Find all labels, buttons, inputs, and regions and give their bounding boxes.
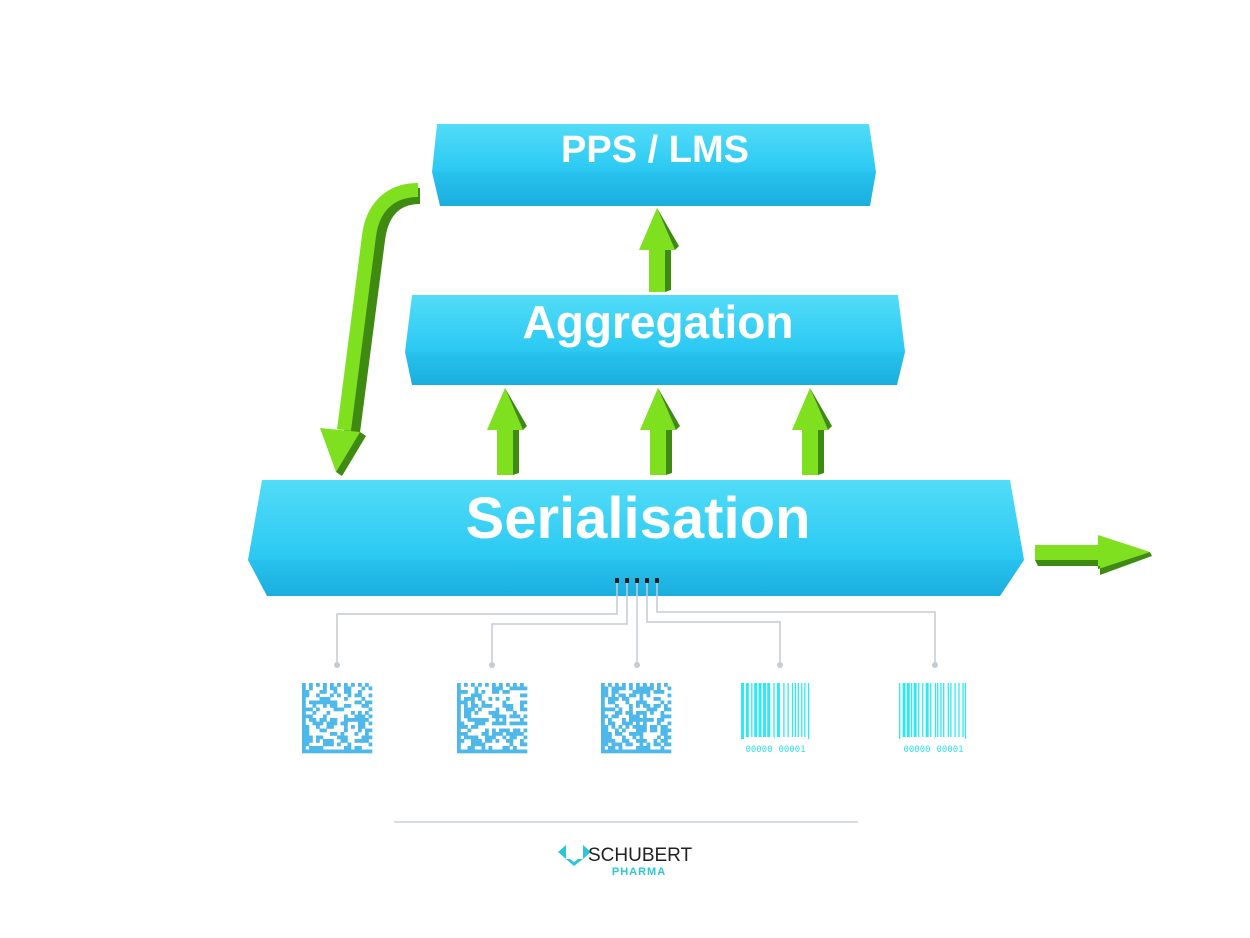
up-arrow	[487, 388, 527, 475]
aggregation-label: Aggregation	[523, 296, 794, 348]
barcode: 00000 00001	[741, 683, 810, 755]
logo-name: SCHUBERT	[588, 845, 693, 866]
barcode-right-digits: 00001	[778, 745, 805, 755]
datamatrix-code	[601, 683, 672, 754]
barcode: 00000 00001	[899, 683, 967, 755]
up-arrow	[792, 388, 832, 475]
barcode-right-digits: 00001	[936, 745, 963, 755]
schubert-logo: SCHUBERT PHARMA	[558, 845, 693, 878]
pps-lms-box: PPS / LMS	[432, 124, 876, 206]
datamatrix-code	[457, 683, 528, 754]
barcode-left-digits: 00000	[903, 745, 930, 755]
output-arrow	[1035, 535, 1152, 575]
logo-sub: PHARMA	[612, 866, 666, 878]
datamatrix-code	[302, 683, 373, 754]
pps-lms-label: PPS / LMS	[561, 129, 749, 171]
up-arrow	[640, 388, 680, 475]
aggregation-box: Aggregation	[405, 295, 905, 385]
feedback-arrow	[320, 183, 421, 476]
connector-lines	[334, 578, 938, 668]
up-arrow	[639, 208, 679, 292]
logo-mark-icon	[558, 845, 591, 866]
serialisation-label: Serialisation	[466, 486, 811, 551]
barcode-left-digits: 00000	[745, 745, 772, 755]
